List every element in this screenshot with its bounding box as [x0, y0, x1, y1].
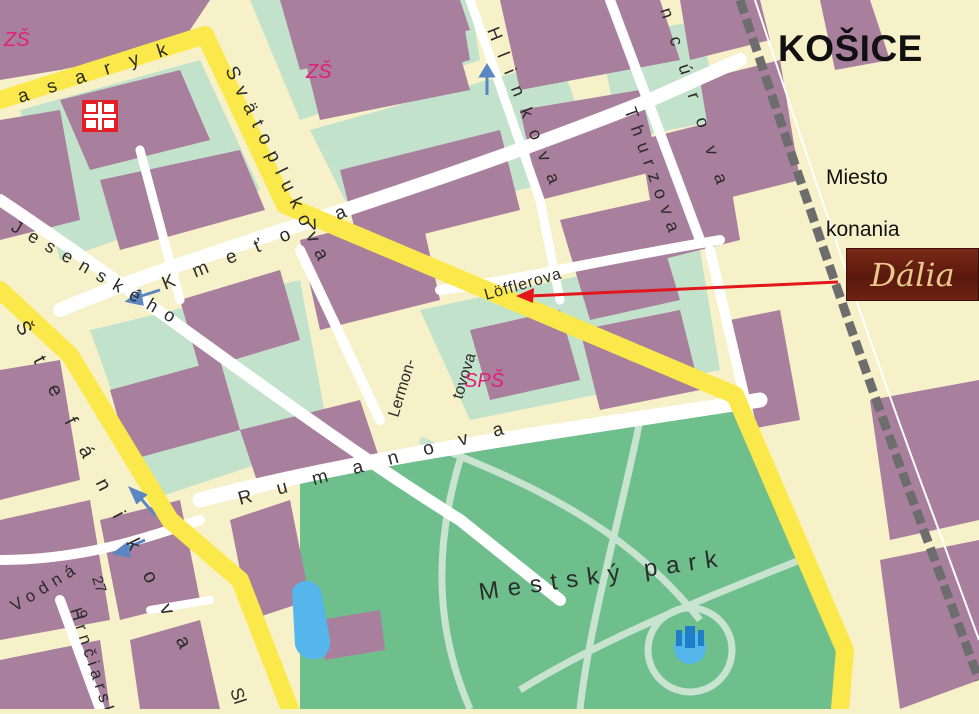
poi-label-corner: ZŠ: [3, 28, 30, 51]
pond: [292, 580, 331, 660]
park-paths: [418, 419, 802, 711]
venue-pointer-arrow: [516, 280, 839, 303]
venue-logo[interactable]: Dália: [846, 248, 979, 301]
hospital-cross-icon: [82, 100, 118, 132]
highlighted-route: [0, 26, 854, 714]
poi-label-zs: ZŠ: [305, 60, 332, 83]
poi-label-sps: SPŠ: [464, 369, 505, 392]
venue-label-line2: konania: [826, 218, 900, 241]
street-number-27: 27: [88, 574, 109, 595]
one-way-arrow-icon: [111, 63, 496, 558]
railway-line: [735, 0, 979, 682]
fountain-icon: [674, 626, 706, 664]
mestsky-park-area: [300, 400, 850, 709]
venue-logo-text: Dália: [870, 255, 955, 294]
street-label-sl: Sl: [226, 685, 250, 706]
venue-label-line1: Miesto: [826, 166, 888, 189]
map-title: KOŠICE: [778, 28, 923, 69]
